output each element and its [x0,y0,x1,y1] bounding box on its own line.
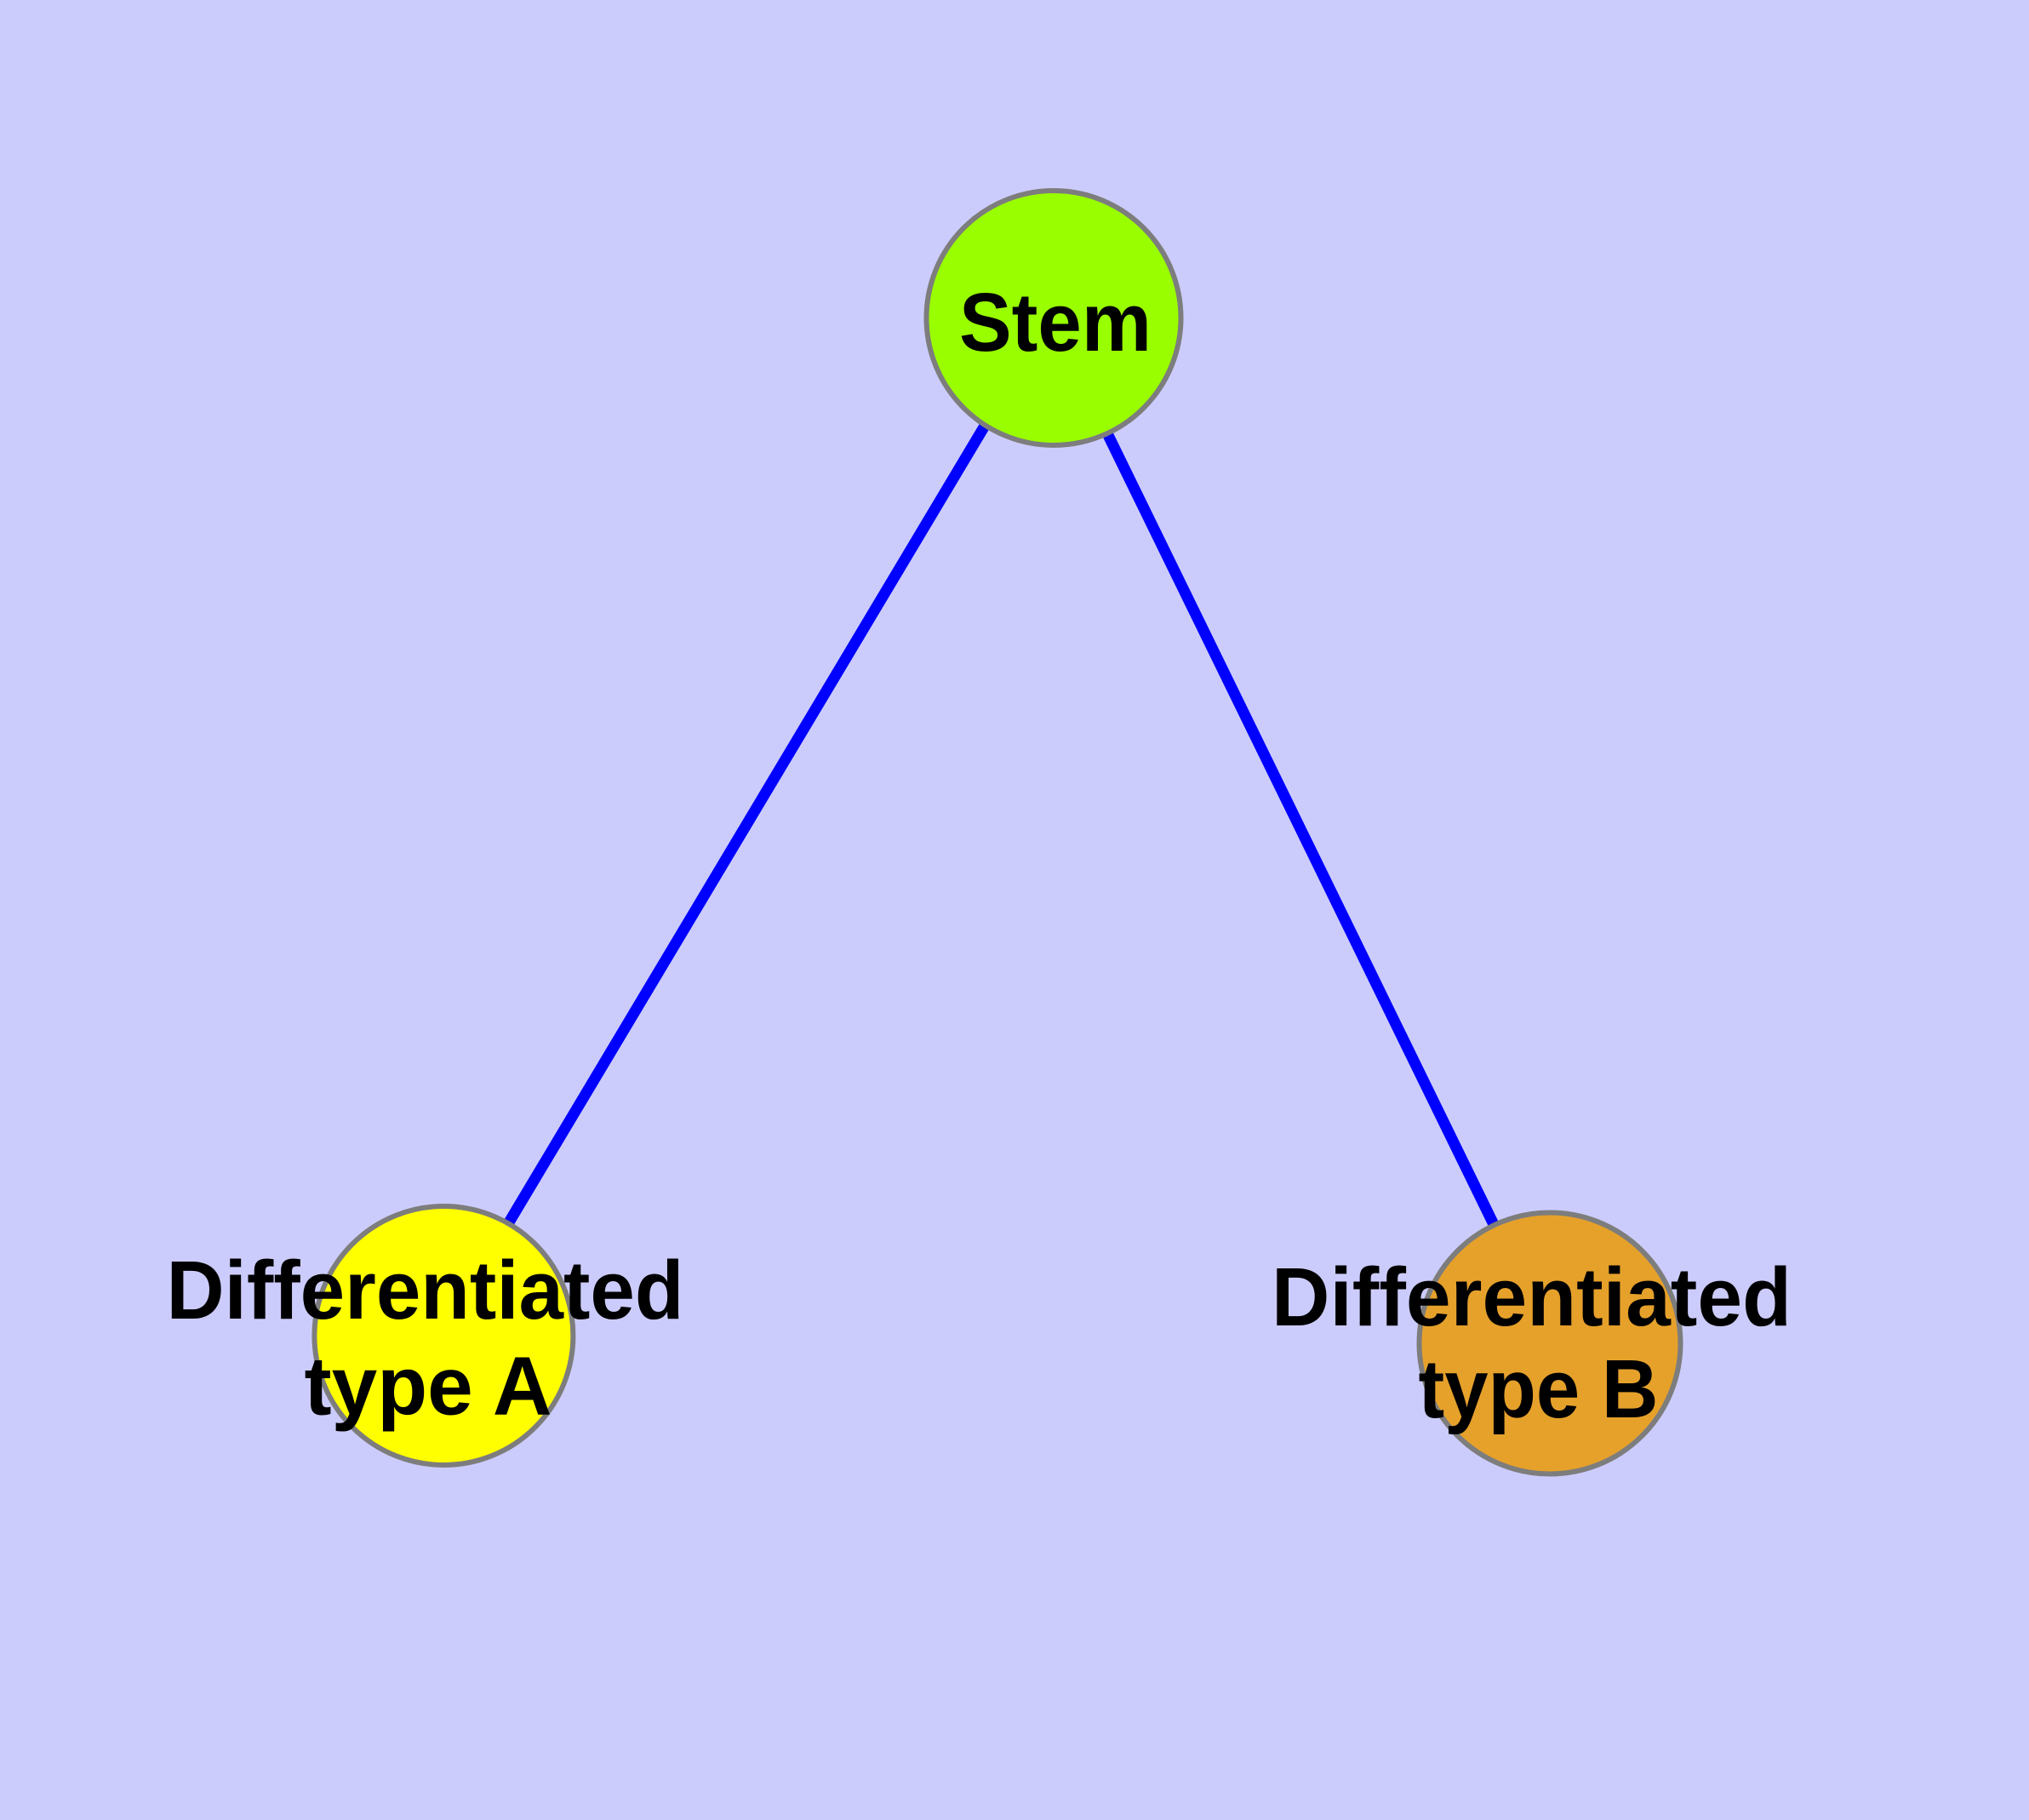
svg-text:type B: type B [1419,1342,1659,1435]
svg-text:Differentiated: Differentiated [1272,1251,1792,1343]
svg-text:Stem: Stem [959,276,1152,369]
svg-text:Differentiated: Differentiated [167,1244,684,1336]
svg-text:type A: type A [305,1340,552,1433]
